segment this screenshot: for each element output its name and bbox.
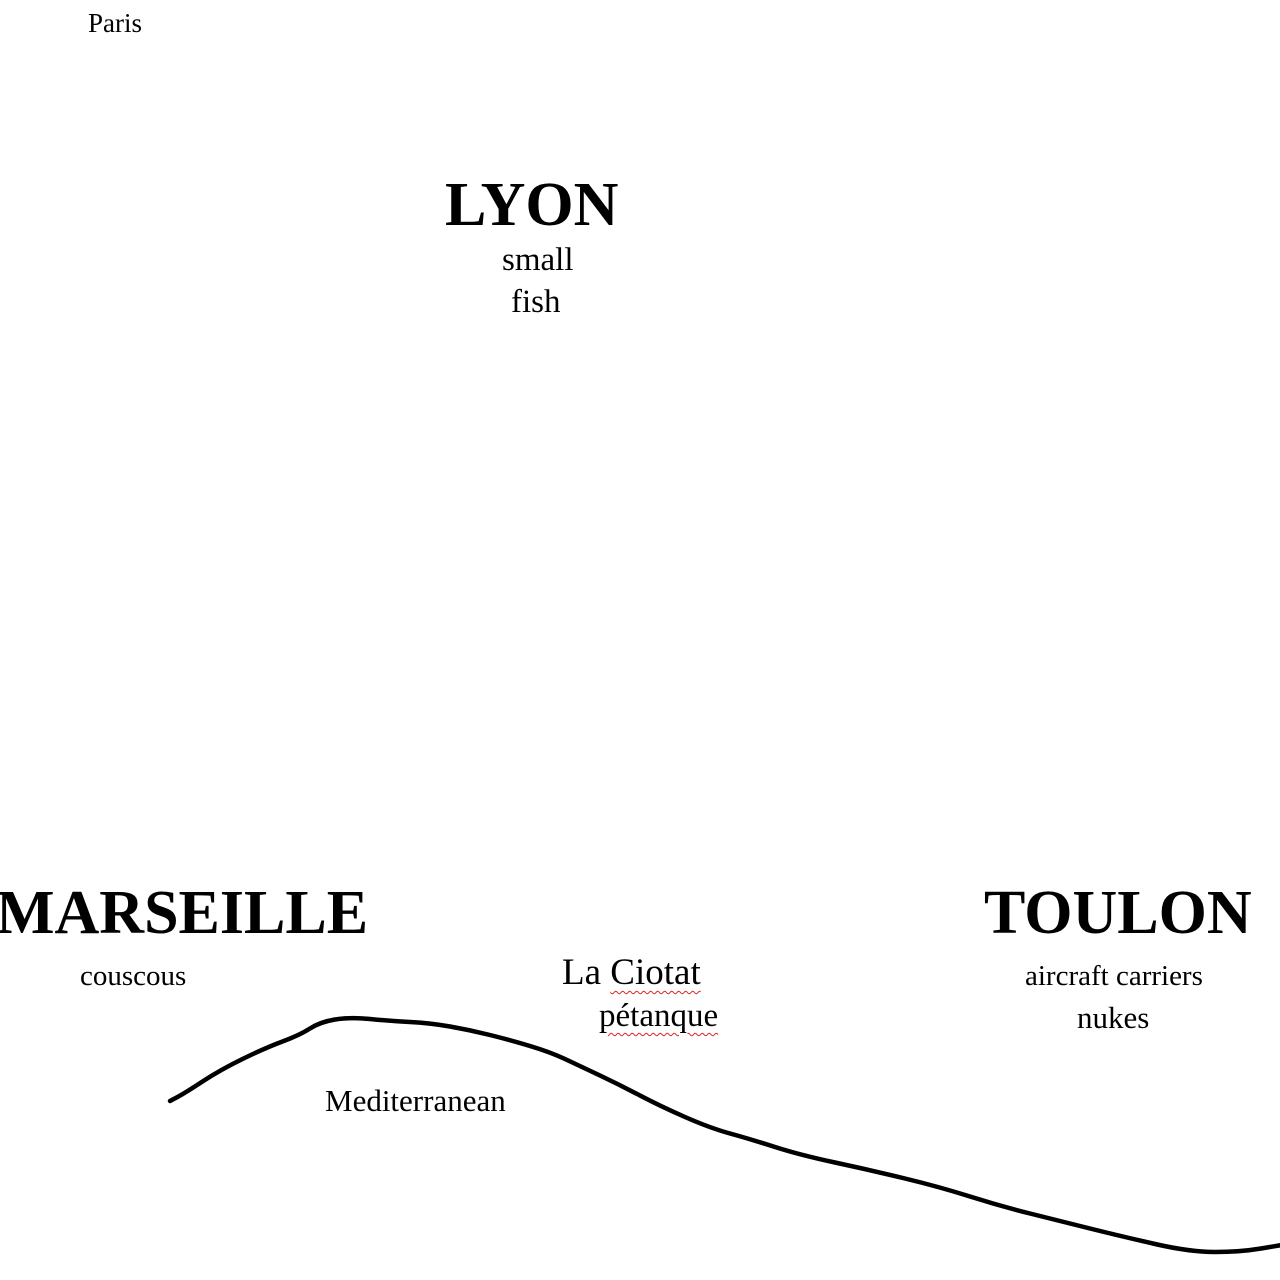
toulon-note-1: aircraft carriers (1025, 960, 1203, 992)
lyon-note-1: small (502, 242, 574, 278)
la-ciotat-word: Ciotat (610, 952, 701, 993)
coastline (167, 1015, 1280, 1255)
label-toulon: TOULON (984, 879, 1252, 947)
marseille-note: couscous (80, 960, 187, 992)
lyon-note-2: fish (511, 284, 561, 320)
la-ciotat-note: pétanque (599, 998, 719, 1034)
label-la-ciotat: La Ciotat (562, 954, 701, 991)
la-ciotat-prefix: La (562, 952, 611, 993)
label-paris: Paris (88, 8, 142, 38)
toulon-note-2: nukes (1077, 1000, 1150, 1035)
label-mediterranean: Mediterranean (325, 1083, 506, 1118)
label-lyon: LYON (445, 171, 619, 239)
label-marseille: MARSEILLE (0, 879, 369, 947)
